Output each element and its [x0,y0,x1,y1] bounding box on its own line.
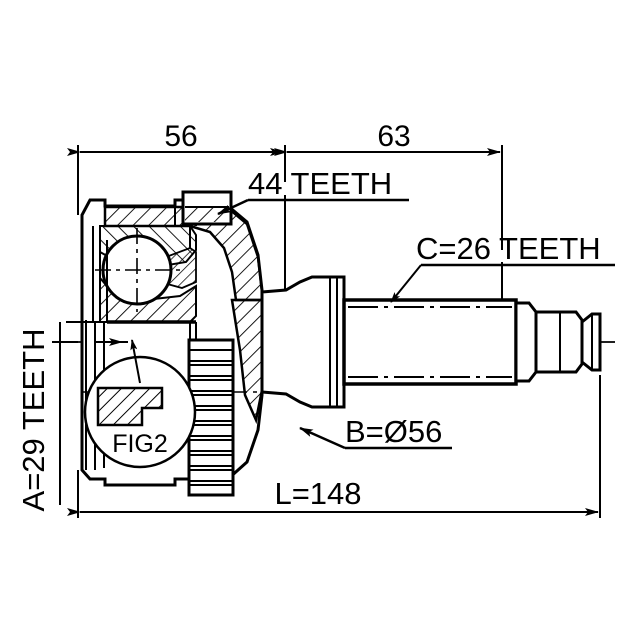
splined-shaft [342,298,518,386]
fig2-leader-line [130,339,141,384]
overall-dimension-group [67,375,601,518]
a29-teeth-label: A=29 TEETH [16,329,51,512]
top-dimension-group [67,145,503,310]
a29-dimension-group [52,321,128,505]
b56-leader [299,426,346,450]
teeth44-leader [217,198,249,216]
teeth44-label: 44 TEETH [248,166,392,201]
dim-label-63: 63 [377,120,410,153]
shaft-neck [260,275,346,409]
fig2-label: FIG2 [112,430,168,458]
dim-label-56: 56 [164,120,197,153]
overall-length-label: L=148 [274,476,361,511]
spline-shaft-body [342,298,518,386]
ball-cage-assembly [95,225,197,323]
shaft-shoulder [514,301,538,383]
fig2-section-shape [96,386,164,427]
b56-label: B=Ø56 [345,414,442,449]
shaft-end-assembly [514,301,602,383]
b56-leader-group [299,426,452,450]
c26-leader [390,264,422,303]
teeth44-leader-group [217,198,409,216]
abs-boss-44teeth [181,190,233,226]
c26-teeth-label: C=26 TEETH [416,231,601,266]
abs-tone-ring [187,338,235,497]
fig2-detail-balloon: FIG2 [83,339,197,469]
shaft-neck-body [260,275,346,409]
c26-leader-group [390,263,615,303]
tone-ring-teeth-lines [190,349,232,486]
abs-boss-hatch [185,207,229,222]
